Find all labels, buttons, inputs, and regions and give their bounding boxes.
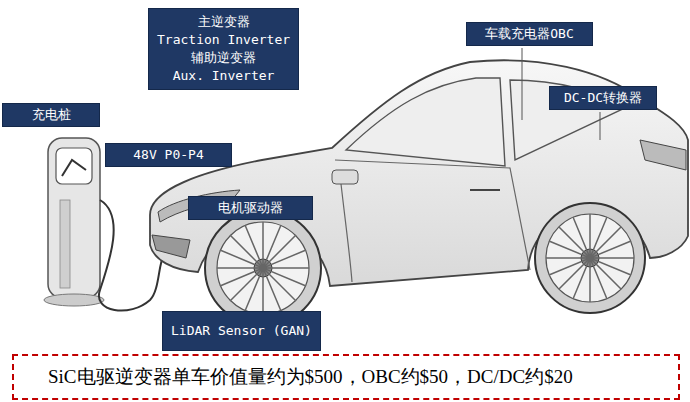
label-text: Traction Inverter [157, 31, 290, 49]
label-text: 辅助逆变器 [157, 49, 290, 67]
tail-light [640, 140, 686, 170]
label-text: SiC电驱逆变器单车价值量约为$500，OBC约$50，DC/DC约$20 [48, 365, 573, 389]
leader-line [522, 48, 523, 120]
label-text: 电机驱动器 [218, 199, 283, 217]
lidar-label: LiDAR Sensor (GAN) [162, 311, 321, 351]
text-group: 车载充电器OBC [485, 25, 573, 43]
charger-label: 充电桩 [2, 103, 100, 127]
label-text: 充电桩 [32, 106, 71, 124]
front-wheel [205, 210, 321, 326]
leader-line [600, 112, 601, 140]
obc-label: 车载充电器OBC [466, 22, 593, 46]
charger-base [44, 294, 104, 306]
text-group: 充电桩 [32, 106, 71, 124]
value-note: SiC电驱逆变器单车价值量约为$500，OBC约$50，DC/DC约$20 [12, 354, 680, 400]
label-text: 48V P0-P4 [133, 146, 203, 164]
label-text: 主逆变器 [157, 13, 290, 31]
door-line [340, 175, 352, 282]
charger-body [48, 138, 100, 298]
label-text: 车载充电器OBC [485, 25, 573, 43]
front-grille [152, 235, 190, 258]
text-group: DC-DC转换器 [564, 89, 642, 107]
text-group: LiDAR Sensor (GAN) [171, 322, 312, 340]
side-window [346, 78, 505, 166]
inverter-label: 主逆变器Traction Inverter辅助逆变器Aux. Inverter [148, 8, 299, 90]
rear-wheel [535, 203, 645, 313]
mild-hybrid-label: 48V P0-P4 [105, 143, 232, 167]
label-text: DC-DC转换器 [564, 89, 642, 107]
text-group: 电机驱动器 [218, 199, 283, 217]
door-handle [470, 189, 500, 191]
text-group: 48V P0-P4 [133, 146, 203, 164]
text-group: SiC电驱逆变器单车价值量约为$500，OBC约$50，DC/DC约$20 [48, 365, 573, 389]
dcdc-label: DC-DC转换器 [549, 86, 657, 110]
text-group: 主逆变器Traction Inverter辅助逆变器Aux. Inverter [157, 13, 290, 85]
charger-stripe [60, 200, 70, 288]
door-line [335, 160, 530, 270]
label-text: LiDAR Sensor (GAN) [171, 322, 312, 340]
mirror [332, 170, 358, 184]
motor-driver-label: 电机驱动器 [188, 196, 313, 220]
charger-screen [56, 148, 92, 184]
label-text: Aux. Inverter [157, 67, 290, 85]
charger-plug [62, 160, 86, 176]
